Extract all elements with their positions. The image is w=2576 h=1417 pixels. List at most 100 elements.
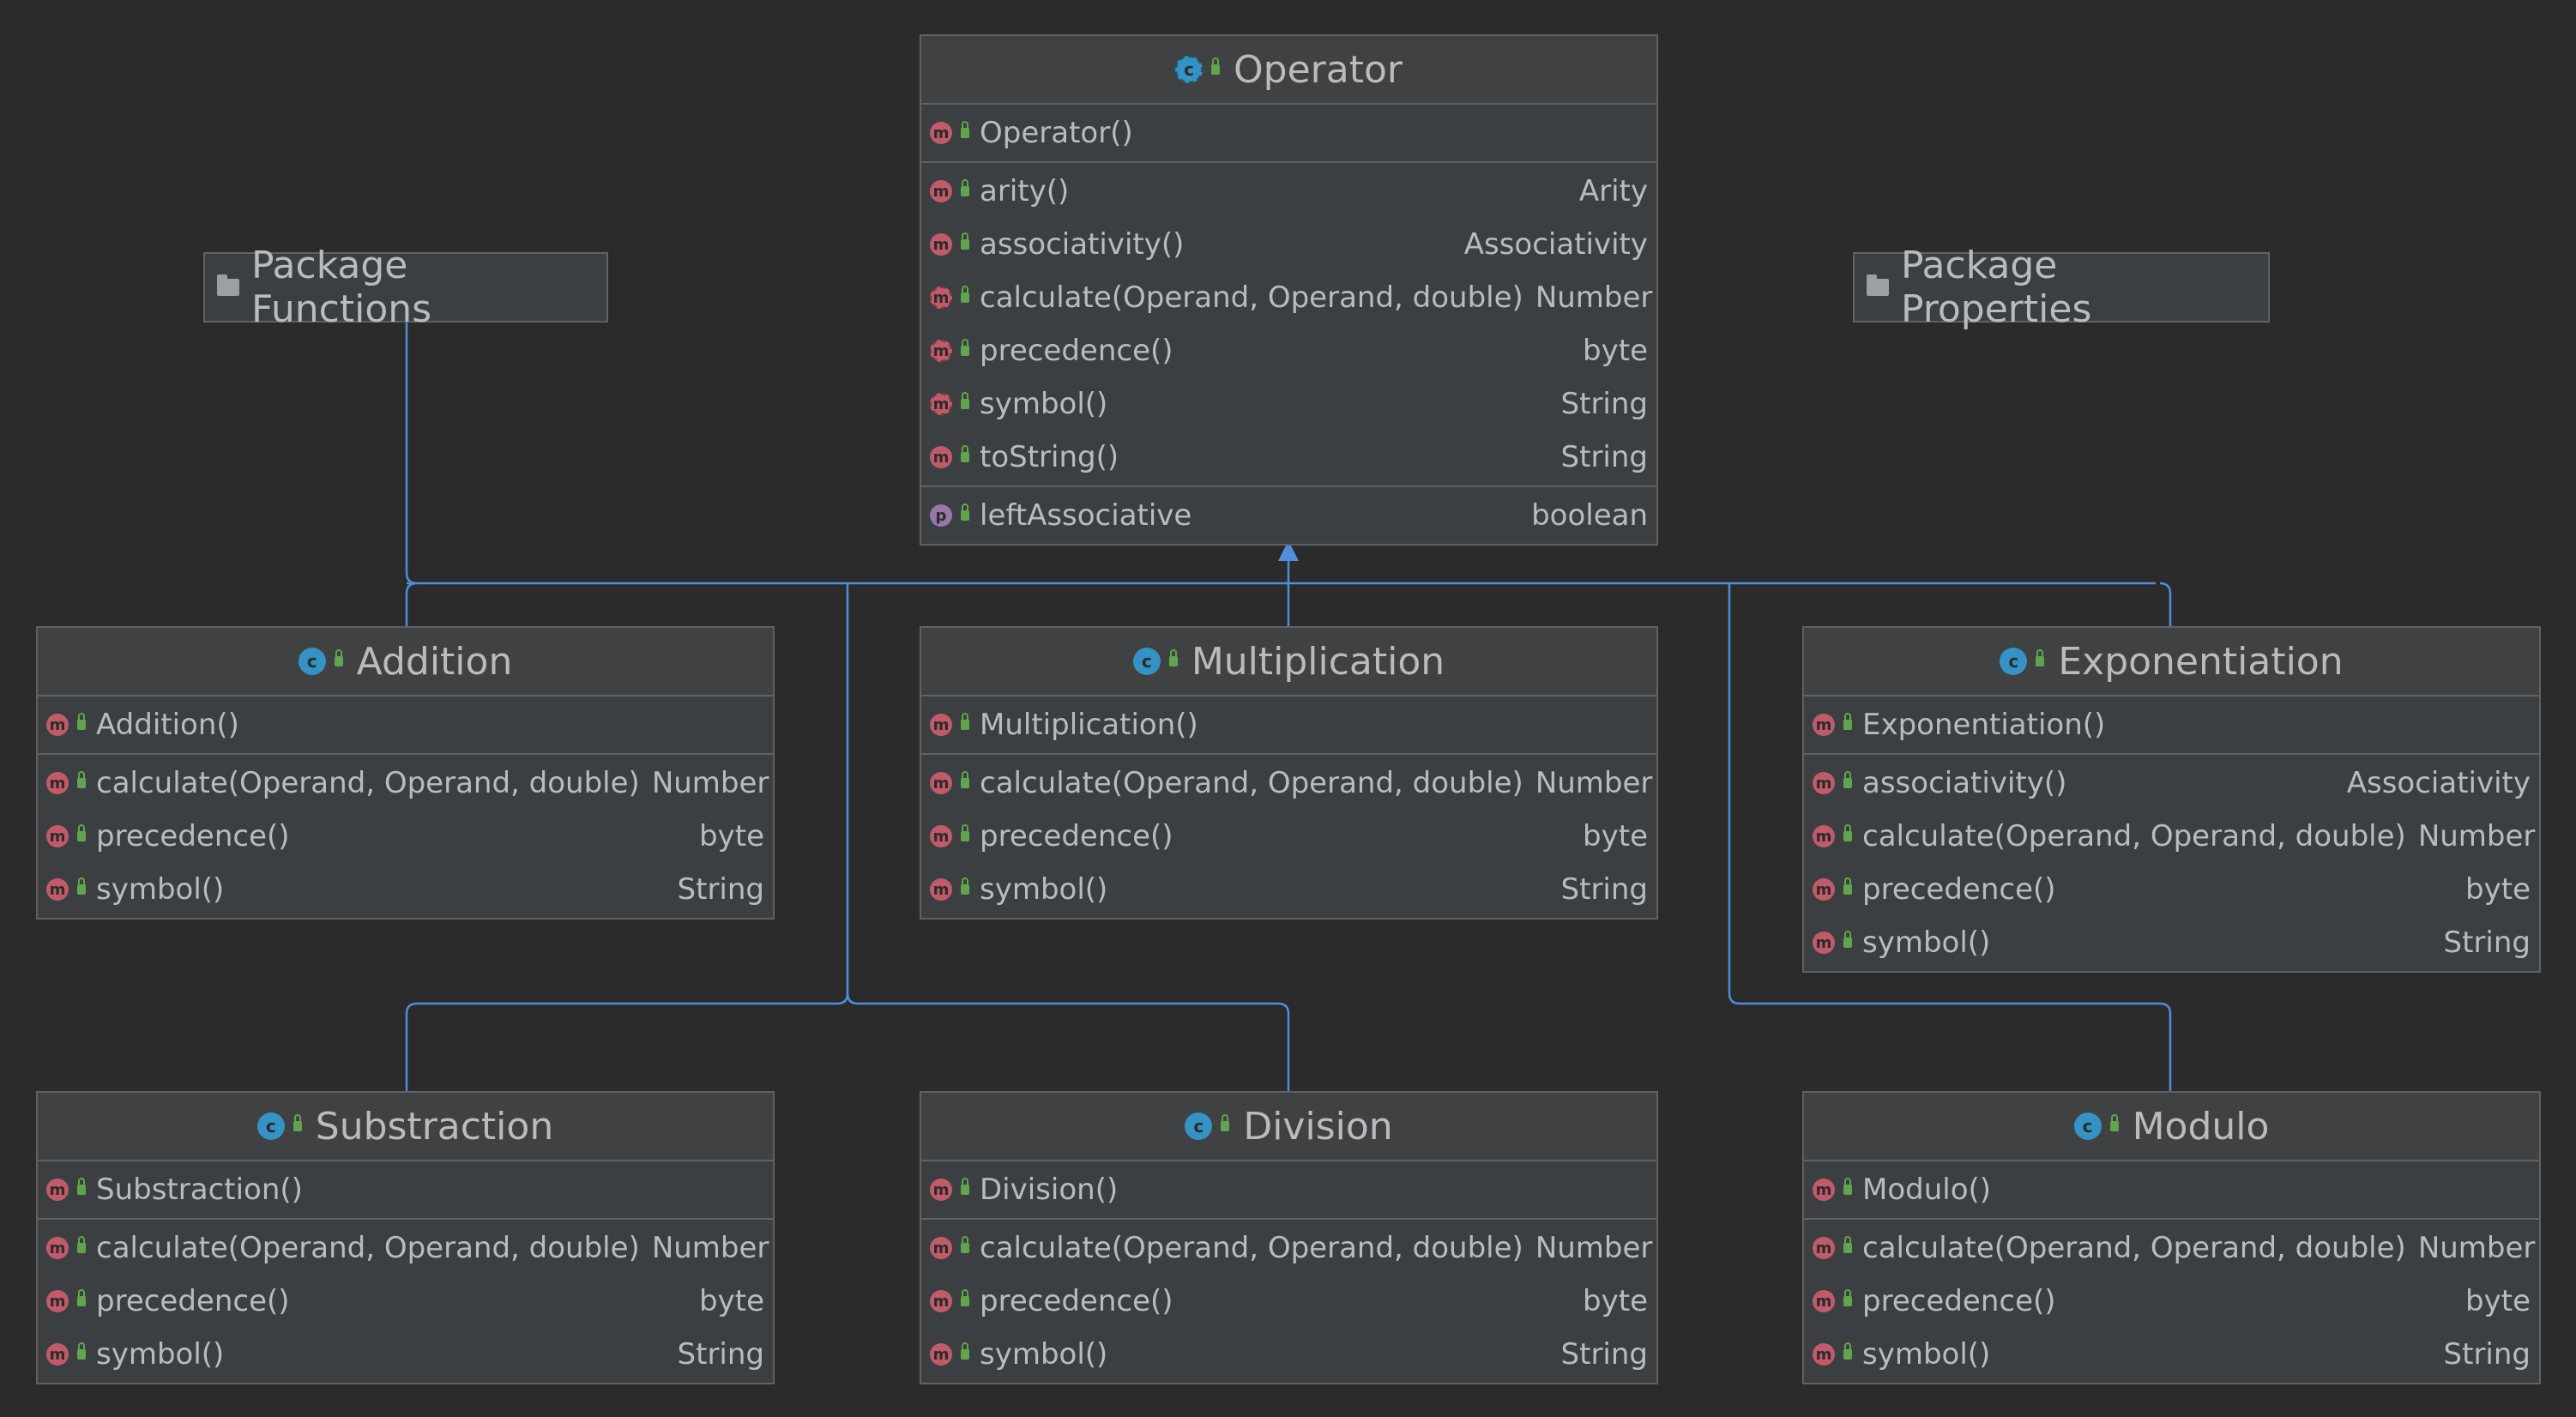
member-type: Associativity (2346, 766, 2531, 800)
method-icon: m (930, 825, 952, 847)
member-type: String (677, 1337, 764, 1372)
method-icon: m (1813, 825, 1835, 847)
method-row[interactable]: m Addition() (38, 698, 773, 751)
public-visibility-icon (1211, 57, 1221, 75)
member-name: symbol() (980, 1337, 1108, 1372)
member-name: Operator() (980, 116, 1133, 150)
method-icon: m (930, 1237, 952, 1259)
class-name: Exponentiation (2058, 639, 2344, 684)
class-icon: c (256, 1112, 285, 1140)
member-type: String (677, 872, 764, 907)
member-name: associativity() (980, 227, 1185, 262)
public-visibility-icon (961, 1342, 969, 1360)
member-type: Number (2417, 1231, 2536, 1265)
public-visibility-icon (334, 649, 343, 666)
method-row[interactable]: m Exponentiation() (1804, 698, 2539, 751)
public-visibility-icon (1843, 1342, 1852, 1360)
method-icon: m (930, 1290, 952, 1312)
package-properties[interactable]: Package Properties (1853, 244, 2270, 331)
member-name: toString() (980, 440, 1119, 474)
public-visibility-icon (961, 824, 969, 841)
public-visibility-icon (961, 445, 969, 462)
public-visibility-icon (77, 1236, 86, 1253)
public-visibility-icon (1843, 713, 1852, 730)
package-functions[interactable]: Package Functions (203, 244, 608, 331)
member-name: Exponentiation() (1862, 708, 2106, 742)
method-icon: m (1813, 878, 1835, 901)
class-name: Modulo (2132, 1104, 2270, 1149)
member-name: precedence() (980, 819, 1173, 853)
method-icon: m (46, 1290, 69, 1312)
member-type: String (1560, 440, 1648, 474)
member-name: Addition() (96, 708, 239, 742)
public-visibility-icon (77, 1178, 86, 1195)
member-type: String (1560, 1337, 1648, 1372)
member-name: Division() (980, 1173, 1119, 1207)
folder-icon (1867, 274, 1889, 296)
edge-substraction (405, 583, 849, 1091)
method-icon: m (46, 1237, 69, 1259)
member-name: calculate(Operand, Operand, double) (980, 280, 1523, 315)
method-row[interactable]: m Operator() (921, 106, 1656, 160)
member-name: precedence() (980, 334, 1173, 368)
public-visibility-icon (1843, 1289, 1852, 1306)
member-type: boolean (1531, 498, 1648, 533)
method-icon: m (1813, 714, 1835, 736)
method-icon: m (46, 878, 69, 901)
member-type: Associativity (1463, 227, 1648, 262)
method-icon: m (46, 772, 69, 794)
method-icon: m (930, 122, 952, 144)
class-name: Division (1243, 1104, 1393, 1149)
public-visibility-icon (1843, 1236, 1852, 1253)
public-visibility-icon (77, 1289, 86, 1306)
public-visibility-icon (1843, 824, 1852, 841)
method-icon: m (46, 714, 69, 736)
public-visibility-icon (77, 1342, 86, 1360)
method-icon: m (1813, 1343, 1835, 1366)
